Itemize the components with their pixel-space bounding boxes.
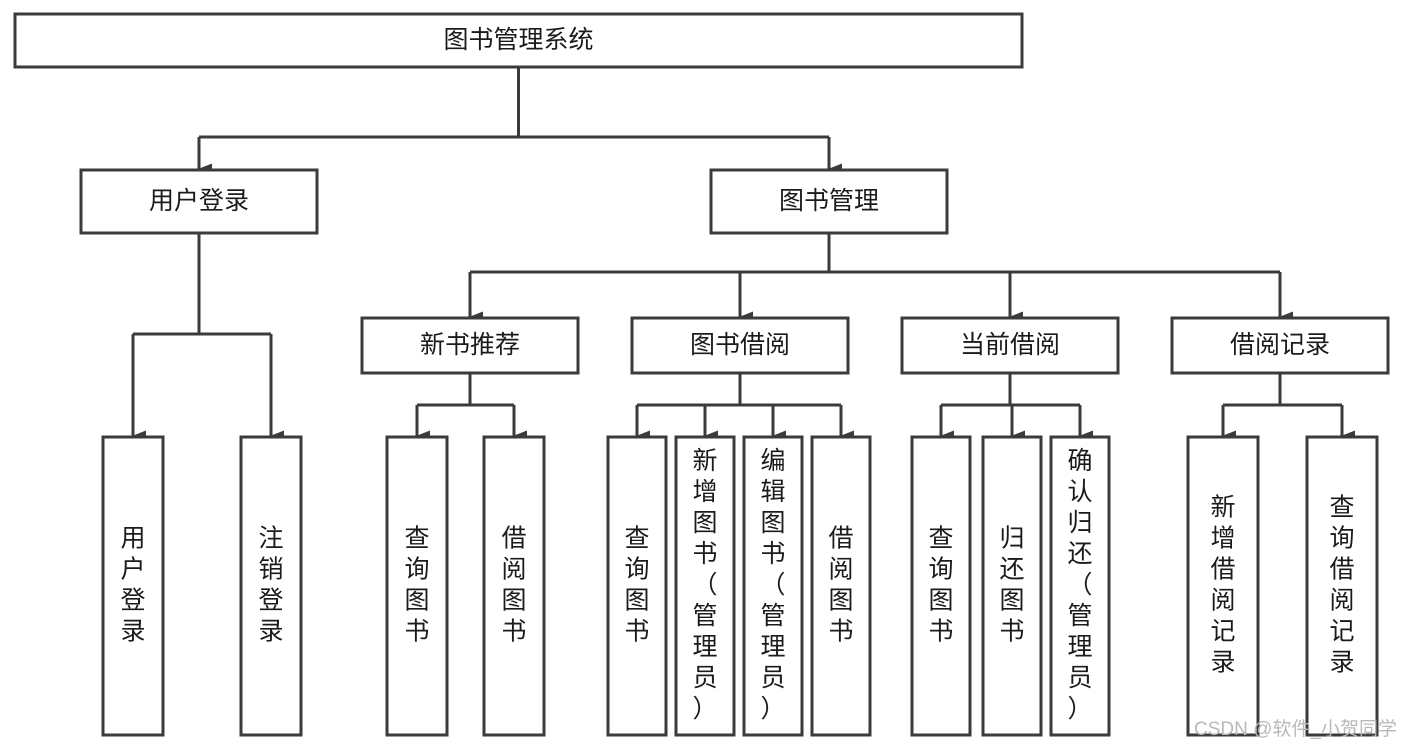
node-book-manage[interactable]: 图书管理 (709, 168, 949, 235)
node-label: 查询图书 (404, 524, 429, 645)
node-leaf-query-book-rec[interactable]: 查询图书 (385, 435, 449, 737)
node-leaf-return-book[interactable]: 归还图书 (981, 435, 1043, 737)
node-borrow-record[interactable]: 借阅记录 (1170, 316, 1390, 375)
node-label: 归还图书 (999, 524, 1024, 645)
node-root[interactable]: 图书管理系统 (13, 12, 1024, 69)
node-label: 图书管理系统 (443, 26, 593, 54)
node-box (630, 316, 850, 375)
node-box (1049, 435, 1111, 737)
node-label: 借阅图书 (828, 524, 853, 645)
node-current-borrow[interactable]: 当前借阅 (900, 316, 1120, 375)
node-box (239, 435, 303, 737)
node-box (1170, 316, 1390, 375)
node-new-book-recommend[interactable]: 新书推荐 (360, 316, 580, 375)
node-label: 查询图书 (928, 524, 953, 645)
node-box (385, 435, 449, 737)
node-leaf-user-login[interactable]: 用户登录 (101, 435, 165, 737)
node-box (13, 12, 1024, 69)
node-leaf-borrow-book-rec[interactable]: 借阅图书 (482, 435, 546, 737)
node-box (810, 435, 872, 737)
node-label: 借阅图书 (501, 524, 526, 645)
node-label: 用户登录 (120, 524, 145, 645)
node-box (1186, 435, 1260, 737)
node-leaf-query-borrow-record[interactable]: 查询借阅记录 (1305, 435, 1379, 737)
node-label: 新增借阅记录 (1210, 493, 1235, 676)
node-box (981, 435, 1043, 737)
node-leaf-query-book-bor[interactable]: 查询图书 (606, 435, 668, 737)
node-label: 查询图书 (624, 524, 649, 645)
node-box (482, 435, 546, 737)
node-label: 注销登录 (258, 524, 283, 645)
node-label: 用户登录 (149, 187, 249, 215)
node-leaf-add-borrow-record[interactable]: 新增借阅记录 (1186, 435, 1260, 737)
node-box (1305, 435, 1379, 737)
node-box (742, 435, 804, 737)
node-leaf-logout[interactable]: 注销登录 (239, 435, 303, 737)
node-box (606, 435, 668, 737)
node-label: 借阅记录 (1230, 331, 1330, 359)
node-leaf-query-book-cur[interactable]: 查询图书 (910, 435, 972, 737)
node-box (900, 316, 1120, 375)
node-label: 编辑图书（管理员） (760, 447, 785, 723)
node-box (79, 168, 319, 235)
edges-layer (131, 67, 1355, 442)
node-user-login[interactable]: 用户登录 (79, 168, 319, 235)
node-book-borrow[interactable]: 图书借阅 (630, 316, 850, 375)
node-box (709, 168, 949, 235)
node-leaf-edit-book[interactable]: 编辑图书（管理员） (742, 435, 804, 737)
node-label: 图书管理 (779, 187, 879, 215)
node-label: 当前借阅 (960, 331, 1060, 359)
node-label: 图书借阅 (690, 331, 790, 359)
nodes-layer: 图书管理系统用户登录图书管理新书推荐图书借阅当前借阅借阅记录用户登录注销登录查询… (13, 12, 1390, 737)
node-label: 新增图书（管理员） (692, 447, 717, 723)
node-label: 确认归还（管理员） (1067, 447, 1092, 723)
node-label: 新书推荐 (420, 331, 520, 359)
node-leaf-add-book[interactable]: 新增图书（管理员） (674, 435, 736, 737)
node-leaf-borrow-book-bor[interactable]: 借阅图书 (810, 435, 872, 737)
node-leaf-confirm-return[interactable]: 确认归还（管理员） (1049, 435, 1111, 737)
node-box (101, 435, 165, 737)
node-box (674, 435, 736, 737)
node-box (360, 316, 580, 375)
node-label: 查询借阅记录 (1329, 493, 1354, 676)
node-box (910, 435, 972, 737)
